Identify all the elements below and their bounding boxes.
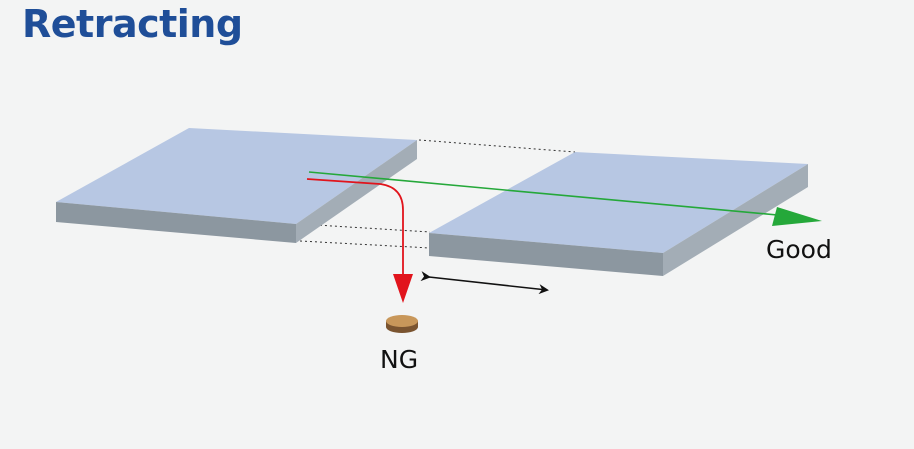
gap-guide-top	[418, 139, 576, 153]
left-plate-front	[56, 202, 296, 243]
left-plate-side	[296, 140, 417, 243]
double-headed-arrow-icon	[420, 271, 549, 295]
ng-label: NG	[380, 345, 418, 374]
left-conveyor-plate	[56, 128, 417, 243]
good-label: Good	[766, 235, 832, 264]
gap-guide-bottom	[299, 240, 431, 249]
disc-part-icon	[386, 315, 418, 333]
page-title: Retracting	[22, 2, 243, 46]
right-plate-top	[429, 152, 808, 253]
good-path-arrow	[308, 171, 822, 226]
gap-guide-middle	[299, 223, 431, 233]
ng-arrowhead	[393, 274, 413, 303]
ng-path-arrow	[306, 178, 413, 303]
right-conveyor-plate	[429, 152, 808, 276]
good-arrowhead	[772, 207, 822, 226]
right-plate-side	[663, 164, 808, 276]
left-plate-top	[56, 128, 417, 224]
gap-guide-lines	[299, 139, 576, 249]
right-plate-front	[429, 233, 663, 276]
